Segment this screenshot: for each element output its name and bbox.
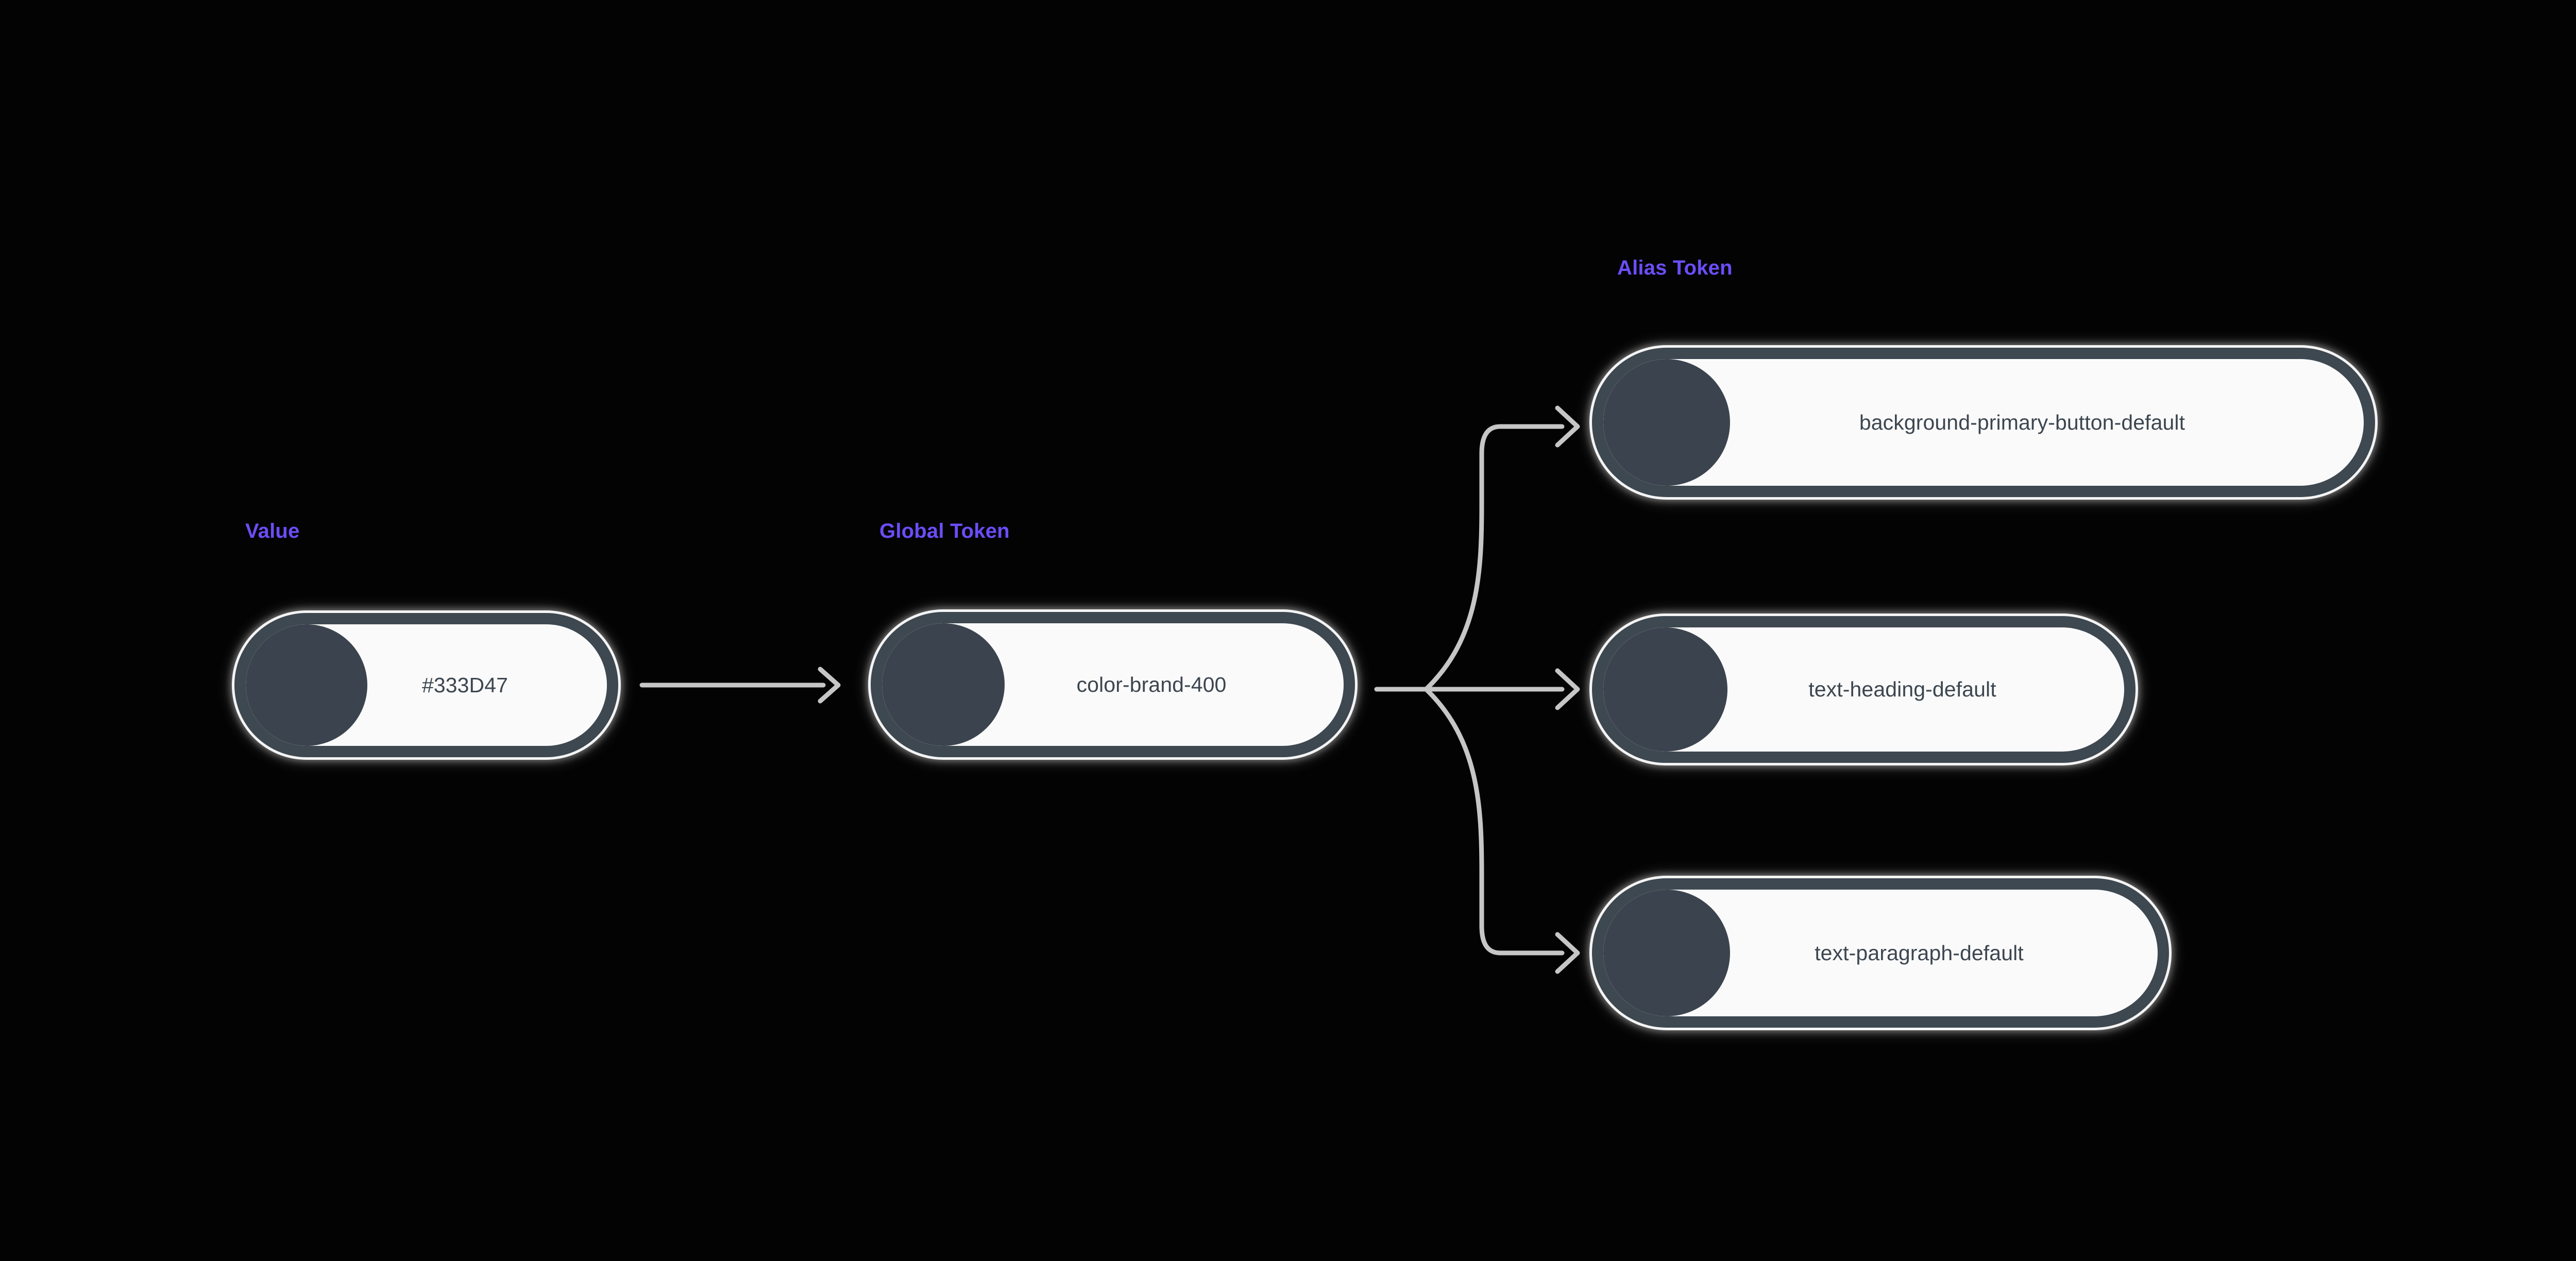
pill-inner: background-primary-button-default — [1603, 359, 2364, 486]
token-pill-value[interactable]: #333D47 — [234, 613, 618, 757]
edge-fork-to-text-paragraph-default-arrowhead-icon — [1555, 932, 1580, 974]
color-swatch-icon — [1603, 627, 1727, 752]
token-pill-label: background-primary-button-default — [1859, 410, 2185, 434]
edge-fork-to-background-primary-button-default — [1423, 424, 1565, 692]
pill-inner: color-brand-400 — [882, 623, 1344, 746]
token-pill-global-token[interactable]: color-brand-400 — [871, 612, 1355, 757]
token-pill-label: #333D47 — [421, 673, 509, 697]
token-pill-label: color-brand-400 — [1076, 672, 1227, 696]
color-swatch-icon — [882, 623, 1005, 746]
group-label-value: Value — [245, 520, 300, 542]
color-swatch-icon — [246, 624, 367, 746]
pill-inner: text-heading-default — [1603, 627, 2124, 752]
group-label-alias-token: Alias Token — [1617, 257, 1733, 279]
token-pill-alias-background-primary-button-default[interactable]: background-primary-button-default — [1592, 348, 2375, 497]
pill-inner: text-paragraph-default — [1603, 890, 2158, 1016]
token-pill-alias-text-paragraph-default[interactable]: text-paragraph-default — [1592, 878, 2169, 1028]
edge-fork-to-text-paragraph-default — [1423, 687, 1565, 956]
color-swatch-icon — [1603, 359, 1730, 486]
pill-inner: #333D47 — [246, 624, 607, 746]
edge-fork-to-background-primary-button-default-arrowhead-icon — [1555, 405, 1580, 448]
edge-fork-to-text-heading-default-arrowhead-icon — [1555, 668, 1580, 710]
color-swatch-icon — [1603, 890, 1730, 1016]
token-pill-alias-text-heading-default[interactable]: text-heading-default — [1592, 616, 2136, 763]
token-pill-label: text-heading-default — [1808, 677, 1996, 701]
edge-value-to-global-arrowhead-icon — [818, 667, 841, 704]
group-label-global-token: Global Token — [879, 520, 1010, 542]
token-pill-label: text-paragraph-default — [1815, 941, 2024, 965]
